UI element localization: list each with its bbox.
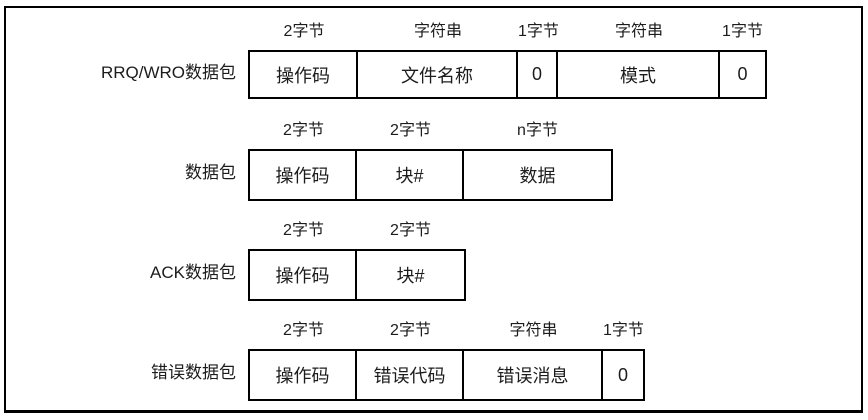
field-size-label: 1字节 xyxy=(518,23,559,40)
field-size-label: 2字节 xyxy=(283,23,325,40)
field-size-label: n字节 xyxy=(517,122,558,139)
packet-box: 操作码错误代码错误消息 0 xyxy=(248,349,645,401)
field-cell: 操作码 xyxy=(250,151,357,199)
field-cell: 块# xyxy=(357,151,464,199)
field-cell: 操作码 xyxy=(250,351,357,399)
field-cell: 文件名称 xyxy=(358,52,518,97)
field-cell: 0 xyxy=(617,364,628,385)
field-size-label: 2字节 xyxy=(390,222,431,239)
packet-box: 操作码块# 数据 xyxy=(248,149,613,201)
field-size-label: 2字节 xyxy=(283,122,324,139)
field-size-label: 字符串 xyxy=(509,322,558,339)
field-size-label: 1字节 xyxy=(603,322,644,339)
field-cell: 块# xyxy=(396,266,425,286)
field-cell: 操作码 xyxy=(250,251,357,299)
field-size-label: 2字节 xyxy=(283,222,324,239)
field-cell: 错误消息 xyxy=(464,351,603,399)
packet-label: 数据包 xyxy=(185,163,236,182)
packet-box: 操作码 块# xyxy=(248,249,466,301)
packet-label: ACK数据包 xyxy=(150,263,236,282)
packet-label: 错误数据包 xyxy=(151,363,236,382)
packet-label: RRQ/WRO数据包 xyxy=(100,63,236,82)
field-size-label: 2字节 xyxy=(283,322,324,339)
field-cell: 操作码 xyxy=(250,52,358,97)
field-size-label: 2字节 xyxy=(390,322,431,339)
field-size-label: 字符串 xyxy=(614,23,663,40)
field-cell: 模式 xyxy=(558,52,720,97)
field-size-label: 1字节 xyxy=(722,23,763,40)
field-size-label: 2字节 xyxy=(390,122,431,139)
field-cell: 0 xyxy=(737,64,748,84)
field-cell: 数据 xyxy=(519,166,556,186)
field-cell: 错误代码 xyxy=(357,351,464,399)
field-size-label: 字符串 xyxy=(413,23,462,40)
field-cell: 0 xyxy=(518,52,558,97)
